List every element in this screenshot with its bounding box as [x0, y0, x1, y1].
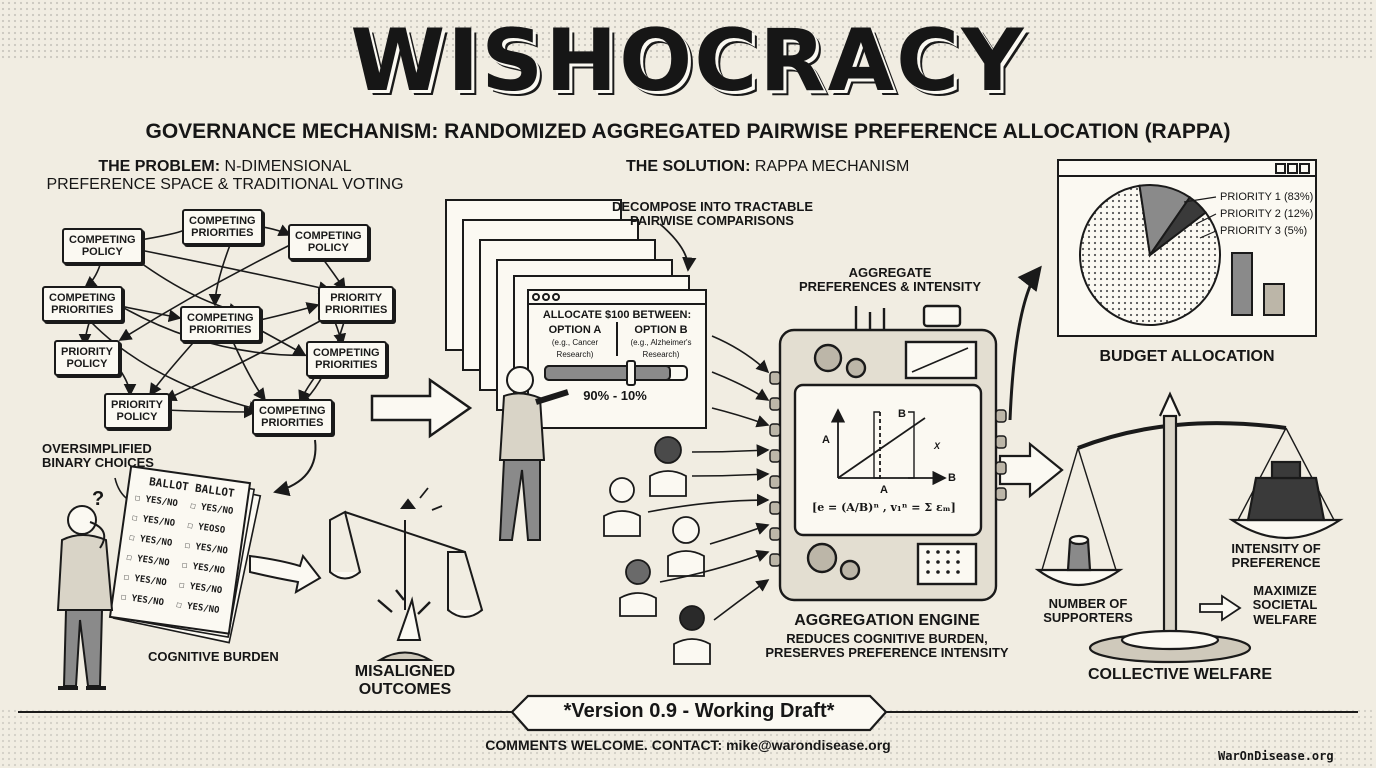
node-priority-priorities: PRIORITY PRIORITIES [318, 286, 395, 323]
question-mark: ? [92, 488, 105, 510]
node-competing-priorities-4: COMPETING PRIORITIES [306, 341, 387, 378]
ballot-option: ☐ YES/NO [183, 540, 229, 557]
oversimplified-label: OVERSIMPLIFIED BINARY CHOICES [42, 441, 154, 471]
allocation-split: 90% - 10% [583, 388, 647, 403]
main-title: WISHOCRACY [350, 11, 1026, 111]
input-arrows [647, 335, 770, 621]
budget-allocation-title: BUDGET ALLOCATION [1099, 348, 1275, 365]
confused-voter-figure [56, 505, 114, 690]
engine-axis-b-top: B [898, 408, 906, 420]
maximize-welfare-label: MAXIMIZE SOCIETAL WELFARE [1252, 583, 1318, 627]
allocate-title: ALLOCATE $100 BETWEEN: [542, 309, 692, 321]
pie-slice-3 [1149, 195, 1208, 256]
engine-title: AGGREGATION ENGINE [794, 612, 980, 629]
node-competing-policy-2: COMPETING POLICY [288, 224, 369, 261]
ballot-sheet: BALLOT BALLOT ☐ YES/NO☐ YES/NO☐ YES/NO☐ … [110, 466, 250, 633]
flow-arrow-engine-to-welfare [998, 441, 1064, 499]
version-banner-shape [510, 694, 888, 732]
node-competing-priorities-5: COMPETING PRIORITIES [252, 399, 333, 436]
node-competing-priorities-2: COMPETING PRIORITIES [42, 286, 123, 323]
cognitive-burden-label: COGNITIVE BURDEN [148, 649, 279, 664]
aggregate-label: AGGREGATE PREFERENCES & INTENSITY [798, 265, 982, 295]
flow-arrow-problem-to-solution [370, 377, 473, 439]
node-competing-priorities-1: COMPETING PRIORITIES [182, 209, 263, 246]
crowd-figures [603, 436, 711, 665]
ballot-option: ☐ YES/NO [125, 552, 171, 569]
engine-axis-b-right: B [948, 472, 956, 484]
engine-axis-a: A [822, 434, 830, 446]
engine-axis-x: X [934, 441, 941, 451]
ballot-option: ☐ YES/NO [181, 560, 226, 577]
legend-priority-2: PRIORITY 2 (12%) [1220, 208, 1314, 220]
ballot-option: ☐ YES/NO [134, 493, 179, 510]
presenter-figure [498, 366, 569, 541]
ballot-option: ☐ YES/NO [131, 513, 176, 529]
node-competing-priorities-3: COMPETING PRIORITIES [180, 306, 261, 343]
option-a-label: OPTION A (e.g., Cancer Research) [548, 324, 602, 360]
misaligned-outcomes-label: MISALIGNED OUTCOMES [354, 663, 456, 698]
aggregation-engine [769, 304, 1007, 602]
flow-arrow-ballot-to-scale [249, 553, 322, 594]
decompose-label: DECOMPOSE INTO TRACTABLE PAIRWISE COMPAR… [612, 199, 814, 229]
ballot-option: ☐ YES/NO [128, 532, 173, 549]
legend-priority-3: PRIORITY 3 (5%) [1220, 225, 1308, 237]
engine-formula: [e = (A/B)ⁿ , v₁ⁿ = Σ εₘ] [812, 501, 956, 514]
budget-pie-chart [1079, 184, 1221, 326]
ballot-option: ☐ YES/NO [120, 592, 165, 609]
engine-axis-a-bottom: A [880, 484, 888, 496]
legend-pointers [1183, 196, 1217, 239]
pairwise-window-stack [445, 199, 707, 429]
ballot-option: ☐ YES/NO [189, 501, 234, 517]
ballot-stack [108, 465, 262, 644]
broken-scale [329, 487, 484, 661]
number-of-supporters-label: NUMBER OF SUPPORTERS [1043, 596, 1133, 626]
node-priority-policy-2: PRIORITY POLICY [104, 393, 170, 430]
solution-heading: THE SOLUTION: RAPPA MECHANISM [626, 158, 910, 175]
option-b-label: OPTION B (e.g., Alzheimer's Research) [630, 324, 692, 360]
contact-line: COMMENTS WELCOME. CONTACT: mike@warondis… [485, 737, 891, 753]
subtitle: GOVERNANCE MECHANISM: RANDOMIZED AGGREGA… [145, 120, 1231, 143]
legend-priority-1: PRIORITY 1 (83%) [1220, 191, 1314, 203]
ballot-option: ☐ YES/NO [178, 580, 223, 597]
budget-bars [1231, 252, 1285, 316]
ballot-option: ☐ YES/NO [175, 600, 220, 617]
engine-description: REDUCES COGNITIVE BURDEN, PRESERVES PREF… [765, 631, 1009, 661]
flow-arrow-engine-to-budget [1008, 265, 1042, 421]
ballot-option: ☐ YES/NO [122, 572, 168, 589]
ballot-option: ☐ YEOSO [186, 520, 226, 537]
problem-heading: THE PROBLEM: N-DIMENSIONAL PREFERENCE SP… [46, 158, 404, 193]
welfare-balance-scale [1034, 391, 1344, 664]
node-competing-policy-1: COMPETING POLICY [62, 228, 143, 265]
collective-welfare-label: COLLECTIVE WELFARE [1088, 666, 1272, 683]
version-banner: *Version 0.9 - Working Draft* [563, 700, 835, 722]
intensity-of-preference-label: INTENSITY OF PREFERENCE [1231, 541, 1321, 571]
flow-arrow-to-maximize [1199, 594, 1242, 622]
watermark: WarOnDisease.org [1218, 749, 1334, 763]
node-priority-policy-1: PRIORITY POLICY [54, 340, 120, 377]
